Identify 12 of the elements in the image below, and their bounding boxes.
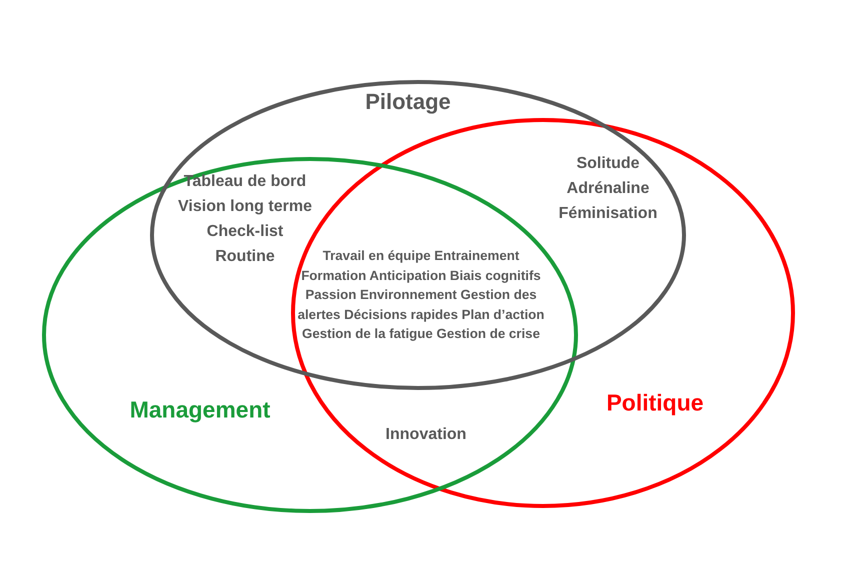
region-item: Tableau de bord bbox=[182, 173, 308, 191]
region-item: Féminisation bbox=[558, 205, 658, 223]
set-title: Pilotage bbox=[365, 89, 451, 115]
region-item: Solitude bbox=[575, 155, 641, 173]
region-item: Vision long terme bbox=[177, 198, 313, 216]
set-title: Politique bbox=[606, 390, 704, 416]
region-item: Check-list bbox=[206, 223, 284, 241]
set-title: Management bbox=[130, 396, 270, 424]
region-item: Adrénaline bbox=[566, 180, 650, 198]
region-text: Travail en équipe Entrainement Formation Anticipation Biais cognitifs Passion Environnement Gestion des alertes Décisions rapides Plan d’action Gestion de la fatigue Gestion de crise bbox=[296, 247, 546, 343]
venn-ellipse bbox=[150, 80, 686, 390]
region-item: Innovation bbox=[384, 426, 468, 444]
